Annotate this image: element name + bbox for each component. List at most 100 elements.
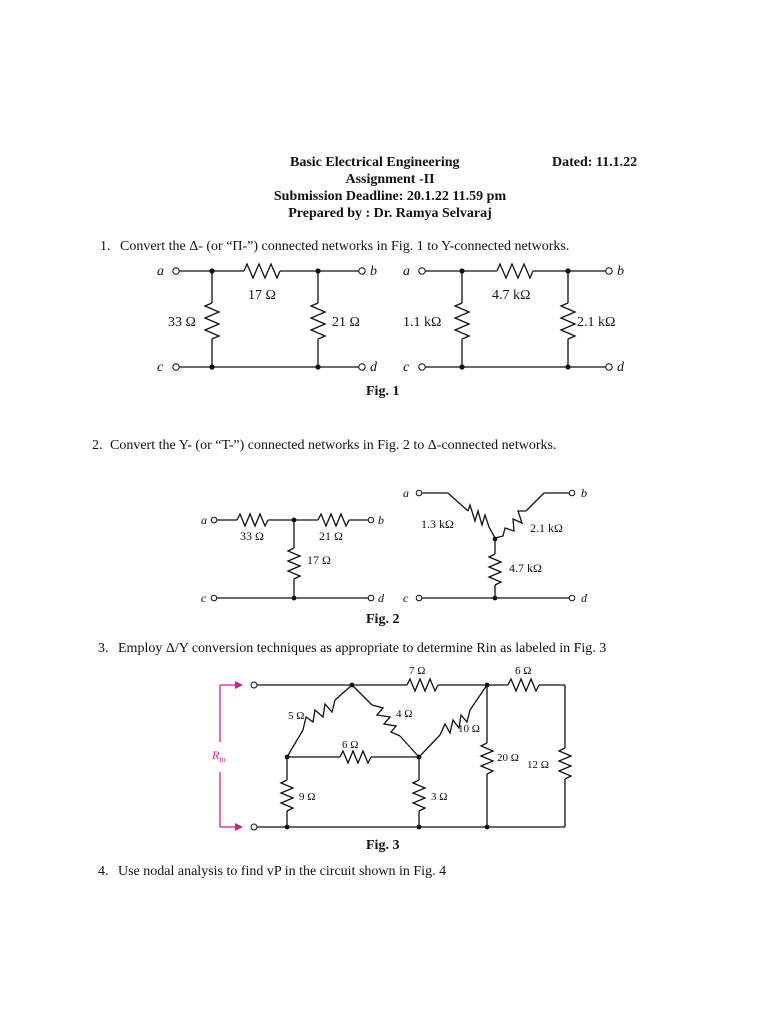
question-number: 1. [100,239,111,254]
resistor-21-ohm [309,302,327,340]
terminal-label-b: b [581,486,587,500]
resistor-2.1k-ohm [559,302,577,340]
terminal-label-b: b [370,264,377,279]
label-3-ohm: 3 Ω [431,791,447,803]
figure-3-caption: Fig. 3 [366,838,400,853]
terminal-label-a: a [157,264,164,279]
resistor-2.1k-ohm [494,510,526,539]
terminal-label-d: d [617,360,625,375]
question-1: 1. Convert the Δ- (or “Π-”) connected ne… [100,239,569,255]
terminal-d [358,363,366,371]
terminal-d [568,594,576,602]
question-4: 4. Use nodal analysis to find vP in the … [98,864,446,880]
figure-1-circuit: a b 17 Ω 33 Ω 21 Ω c d a b 4.7 kΩ [157,262,625,375]
terminal-a [415,489,423,497]
date-label: Dated: 11.1.22 [552,155,638,170]
resistor-17-ohm [243,262,281,280]
terminal-label-a: a [201,513,207,527]
question-number: 3. [98,641,109,656]
question-text: Convert the Δ- (or “Π-”) connected netwo… [120,239,570,254]
question-number: 2. [92,438,103,453]
label-33-ohm: 33 Ω [240,529,264,543]
terminal-label-d: d [581,591,588,605]
label-20-ohm: 20 Ω [497,752,519,764]
question-2: 2. Convert the Y- (or “T-”) connected ne… [92,438,557,454]
terminal-c [210,594,218,602]
terminal-c [172,363,180,371]
terminal-label-b: b [378,513,384,527]
resistor-12-ohm [557,747,573,780]
label-6-ohm-mid: 6 Ω [342,739,358,751]
terminal-b [367,516,375,524]
question-text: Use nodal analysis to find vP in the cir… [118,864,447,879]
prepared-by-line: Prepared by : Dr. Ramya Selvaraj [288,206,492,221]
resistor-33-ohm [203,302,221,340]
terminal-label-c: c [201,591,207,605]
terminal-label-a: a [403,486,409,500]
label-4-ohm: 4 Ω [396,708,412,720]
label-21-ohm: 21 Ω [319,529,343,543]
label-17-ohm: 17 Ω [307,553,331,567]
fig2-left-network: a b 33 Ω 21 Ω 17 Ω c d [201,512,385,605]
resistor-17-ohm [286,547,302,580]
rin-label: Rin [211,748,226,764]
terminal-label-c: c [157,360,164,375]
fig1-right-network: a b 4.7 kΩ 1.1 kΩ 2.1 kΩ c d [403,262,625,375]
terminal-a [210,516,218,524]
question-3: 3. Employ Δ/Y conversion techniques as a… [98,641,606,657]
label-4.7k-ohm: 4.7 kΩ [509,561,542,575]
resistor-1.1k-ohm [453,302,471,340]
terminal-label-b: b [617,264,624,279]
resistor-5-ohm [302,699,336,731]
label-4.7k-ohm: 4.7 kΩ [492,288,530,303]
resistor-10-ohm [439,709,471,736]
terminal-c [418,363,426,371]
resistor-4.7k-ohm [487,553,503,586]
label-17-ohm: 17 Ω [248,288,276,303]
label-7-ohm: 7 Ω [409,665,425,677]
resistor-1.3k-ohm [467,502,496,539]
resistor-6-ohm-top [507,677,540,693]
terminal-d [605,363,613,371]
terminal-b [605,267,613,275]
label-33-ohm: 33 Ω [168,315,196,330]
assignment-title: Assignment -II [345,172,435,187]
fig1-left-network: a b 17 Ω 33 Ω 21 Ω c d [157,262,378,375]
resistor-3-ohm [411,779,427,812]
question-number: 4. [98,864,109,879]
terminal-label-d: d [378,591,385,605]
figure-3-circuit: Rin 7 Ω 6 Ω 5 Ω 4 Ω 6 Ω 10 Ω 9 Ω 3 Ω 20 … [211,665,573,831]
figure-1-caption: Fig. 1 [366,384,400,399]
terminal-c [415,594,423,602]
rin-subscript: in [219,755,225,764]
label-1.1k-ohm: 1.1 kΩ [403,315,441,330]
terminal-label-a: a [403,264,410,279]
rin-indicator: Rin [211,681,243,831]
input-terminal-bottom [250,823,258,831]
label-1.3k-ohm: 1.3 kΩ [421,517,454,531]
deadline-line: Submission Deadline: 20.1.22 11.59 pm [273,189,507,204]
resistor-21-ohm [317,512,350,528]
terminal-d [367,594,375,602]
label-9-ohm: 9 Ω [299,791,315,803]
label-2.1k-ohm: 2.1 kΩ [530,521,563,535]
label-6-ohm-top: 6 Ω [515,665,531,677]
label-10-ohm: 10 Ω [458,723,480,735]
resistor-6-ohm-mid [339,749,372,765]
resistor-20-ohm [479,742,495,775]
terminal-label-d: d [370,360,378,375]
course-title: Basic Electrical Engineering [290,155,460,170]
input-terminal-top [250,681,258,689]
terminal-a [418,267,426,275]
resistor-4.7k-ohm [496,262,534,280]
resistor-33-ohm [236,512,269,528]
terminal-label-c: c [403,360,410,375]
terminal-a [172,267,180,275]
label-5-ohm: 5 Ω [288,710,304,722]
terminal-b [568,489,576,497]
question-text: Employ Δ/Y conversion techniques as appr… [118,641,607,656]
figure-2-caption: Fig. 2 [366,612,400,627]
label-21-ohm: 21 Ω [332,315,360,330]
question-text: Convert the Y- (or “T-”) connected netwo… [110,438,557,453]
terminal-b [358,267,366,275]
